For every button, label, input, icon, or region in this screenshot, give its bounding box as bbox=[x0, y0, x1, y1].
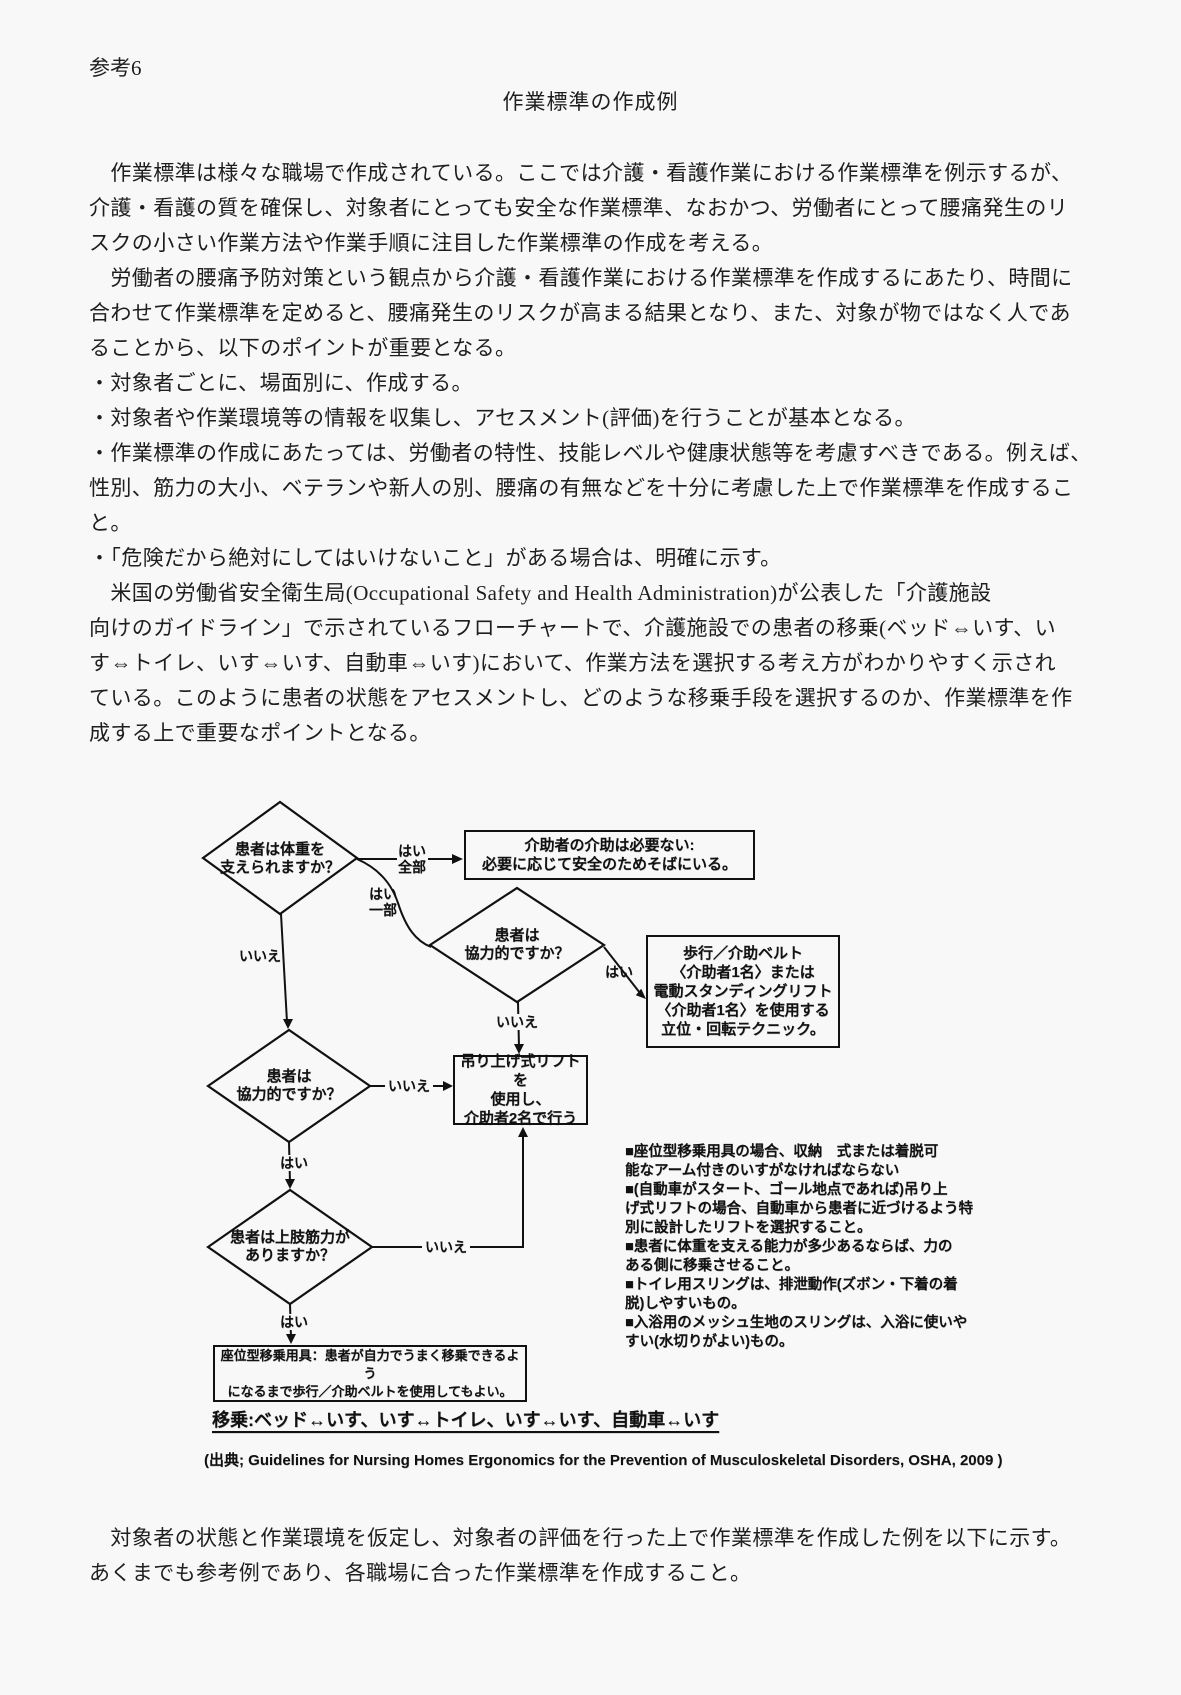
body-line: 向けのガイドライン」で示されているフローチャートで、介護施設での患者の移乗(ベッ… bbox=[89, 616, 1057, 640]
body-line: と。 bbox=[89, 511, 132, 535]
body-line: ・作業標準の作成にあたっては、労働者の特性、技能レベルや健康状態等を考慮すべきで… bbox=[89, 441, 1092, 465]
flowchart-note-item: ■座位型移乗用具の場合、収納 式または着脱可 能なアーム付きのいすがなければなら… bbox=[625, 1144, 939, 1179]
figure-source: (出典; Guidelines for Nursing Homes Ergono… bbox=[204, 1452, 1003, 1469]
arrowhead-to-seated-aid-box bbox=[286, 1334, 296, 1344]
body-line: ・対象者ごとに、場面別に、作成する。 bbox=[89, 371, 473, 395]
body-line: 性別、筋力の大小、ベテランや新人の別、腰痛の有無などを十分に考慮した上で作業標準… bbox=[89, 476, 1074, 500]
figure-caption: 移乗:ベッド↔いす、いす↔トイレ、いす↔いす、自動車↔いす bbox=[212, 1410, 720, 1430]
edge-label-no-3: いいえ bbox=[385, 1078, 433, 1094]
page-title: 作業標準の作成例 bbox=[502, 90, 679, 114]
connector-no1-vertical bbox=[280, 913, 288, 1023]
body-line: ・「危険だから絶対にしてはいけないこと」がある場合は、明確に示す。 bbox=[89, 546, 782, 570]
body-line: 成する上で重要なポイントとなる。 bbox=[89, 721, 431, 745]
box-standing-lift: 歩行／介助ベルト 〈介助者1名〉または 電動スタンディングリフト 〈介助者1名〉… bbox=[646, 935, 840, 1048]
flowchart-notes: ■座位型移乗用具の場合、収納 式または着脱可 能なアーム付きのいすがなければなら… bbox=[625, 1143, 997, 1352]
flowchart-note-item: ■(自動車がスタート、ゴール地点であれば)吊り上 げ式リフトの場合、自動車から患… bbox=[625, 1182, 973, 1236]
box-no-assist: 介助者の介助は必要ない: 必要に応じて安全のためそばにいる。 bbox=[464, 830, 755, 880]
box-full-body-lift: 吊り上げ式リフトを 使用し、 介助者2名で行う bbox=[453, 1053, 588, 1127]
closing-line: あくまでも参考例であり、各職場に合った作業標準を作成すること。 bbox=[89, 1561, 752, 1585]
edge-label-no-4: いいえ bbox=[422, 1239, 470, 1255]
body-line: ている。このように患者の状態をアセスメントし、どのような移乗手段を選択するのか、… bbox=[89, 686, 1073, 710]
flowchart-note-item: ■患者に体重を支える能力が多少あるならば、力の ある側に移乗させること。 bbox=[625, 1239, 953, 1274]
edge-label-yes-4: はい bbox=[277, 1314, 311, 1330]
body-line: ・対象者や作業環境等の情報を収集し、アセスメント(評価)を行うことが基本となる。 bbox=[89, 406, 916, 430]
arrowhead-to-full-lift-bottom bbox=[518, 1127, 528, 1137]
body-line: スクの小さい作業方法や作業手順に注目した作業標準の作成を考える。 bbox=[89, 231, 774, 255]
flowchart-note-item: ■トイレ用スリングは、排泄動作(ズボン・下着の着 脱)しやすいもの。 bbox=[625, 1277, 958, 1312]
body-line: 米国の労働省安全衛生局(Occupational Safety and Heal… bbox=[89, 581, 992, 605]
edge-label-yes-part: はい 一部 bbox=[369, 886, 397, 918]
edge-label-no-1: いいえ bbox=[239, 948, 281, 964]
body-line: 合わせて作業標準を定めると、腰痛発生のリスクが高まる結果となり、また、対象が物で… bbox=[89, 301, 1071, 325]
connector-no4-feedback bbox=[372, 1132, 524, 1248]
diamond-upper-limb-label: 患者は上肢筋力が ありますか？ bbox=[229, 1229, 351, 1264]
body-text: 作業標準は様々な職場で作成されている。ここでは介護・看護作業における作業標準を例… bbox=[89, 156, 1099, 751]
reference-label: 参考6 bbox=[89, 56, 142, 80]
arrowhead-to-cooperative-lower bbox=[283, 1019, 293, 1029]
flowchart-figure: 患者は体重を 支えられますか？ 患者は 協力的ですか？ 患者は 協力的ですか？ … bbox=[200, 775, 1000, 1415]
edge-label-yes-2: はい bbox=[605, 964, 633, 980]
arrowhead-to-full-lift-left bbox=[443, 1081, 453, 1091]
arrowhead-to-no-assist-box bbox=[452, 854, 463, 864]
body-line: 作業標準は様々な職場で作成されている。ここでは介護・看護作業における作業標準を例… bbox=[89, 161, 1073, 185]
body-line: す⇔トイレ、いす⇔いす、自動車⇔いす)において、作業方法を選択する考え方がわかり… bbox=[89, 651, 1057, 675]
body-line: 介護・看護の質を確保し、対象者にとっても安全な作業標準、なおかつ、労働者にとって… bbox=[89, 196, 1069, 220]
flowchart-canvas bbox=[201, 800, 646, 1344]
edge-label-yes-all: はい 全部 bbox=[398, 843, 426, 875]
body-line: ることから、以下のポイントが重要となる。 bbox=[89, 336, 517, 360]
connector-yes2-diagonal bbox=[603, 946, 641, 994]
body-line: 労働者の腰痛予防対策という観点から介護・看護作業における作業標準を作成するにあた… bbox=[89, 266, 1073, 290]
diamond-patient-weight-label: 患者は体重を 支えられますか？ bbox=[219, 841, 341, 876]
diamond-cooperative-upper-label: 患者は 協力的ですか？ bbox=[464, 927, 570, 962]
closing-line: 対象者の状態と作業環境を仮定し、対象者の評価を行った上で作業標準を作成した例を以… bbox=[89, 1526, 1072, 1550]
connector-yes-part-curve bbox=[356, 858, 432, 948]
arrowhead-to-upper-limb bbox=[285, 1179, 295, 1189]
closing-text: 対象者の状態と作業環境を仮定し、対象者の評価を行った上で作業標準を作成した例を以… bbox=[89, 1521, 1099, 1591]
arrowhead-to-full-lift-top bbox=[514, 1044, 524, 1054]
diamond-cooperative-lower-label: 患者は 協力的ですか？ bbox=[236, 1068, 342, 1103]
box-seated-transfer-aid: 座位型移乗用具：患者が自力でうまく移乗できるよう になるまで歩行／介助ベルトを使… bbox=[213, 1345, 527, 1402]
edge-label-yes-3: はい bbox=[277, 1155, 311, 1171]
edge-label-no-2: いいえ bbox=[493, 1014, 541, 1030]
diamond-cooperative-upper-shape bbox=[427, 886, 607, 1004]
arrowhead-to-standing-lift-box bbox=[635, 988, 646, 999]
flowchart-note-item: ■入浴用のメッシュ生地のスリングは、入浴に使いや すい(水切りがよい)もの。 bbox=[625, 1315, 968, 1350]
